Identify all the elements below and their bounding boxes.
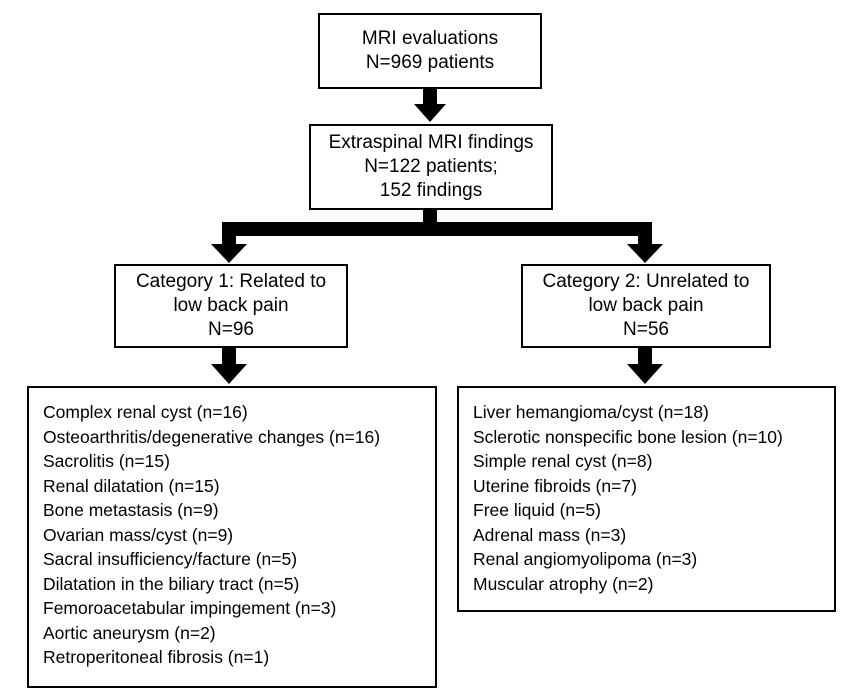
mri-evaluations-title: MRI evaluations [361, 28, 499, 49]
finding-item: Bone metastasis (n=9) [43, 500, 219, 520]
arrow-cat2-to-findings [627, 347, 663, 384]
finding-item: Ovarian mass/cyst (n=9) [43, 524, 234, 545]
extraspinal-findings: 152 findings [379, 180, 483, 201]
category-2-box: Category 2: Unrelated to low back pain N… [521, 264, 771, 348]
category-2-subtitle: low back pain [588, 295, 704, 316]
finding-item: Simple renal cyst (n=8) [473, 451, 653, 471]
finding-item: Muscular atrophy (n=2) [473, 573, 654, 594]
finding-item: Sacrolitis (n=15) [43, 451, 170, 471]
extraspinal-findings-box: Extraspinal MRI findings N=122 patients;… [309, 124, 553, 210]
finding-item: Sacral insufficiency/facture (n=5) [43, 549, 298, 569]
arrow-cat1-to-findings [211, 347, 247, 384]
finding-item: Sclerotic nonspecific bone lesion (n=10) [473, 426, 783, 447]
finding-item: Renal angiomyolipoma (n=3) [473, 549, 698, 569]
extraspinal-patients: N=122 patients; [364, 156, 498, 177]
finding-item: Femoroacetabular impingement (n=3) [43, 598, 337, 618]
finding-item: Osteoarthritis/degenerative changes (n=1… [43, 426, 381, 447]
category-1-title: Category 1: Related to [135, 271, 327, 292]
finding-item: Dilatation in the biliary tract (n=5) [43, 573, 300, 594]
extraspinal-title: Extraspinal MRI findings [328, 132, 534, 153]
category-2-findings-box: Liver hemangioma/cyst (n=18) Sclerotic n… [457, 386, 836, 612]
finding-item: Uterine fibroids (n=7) [473, 475, 637, 496]
mri-evaluations-count: N=969 patients [365, 52, 495, 73]
finding-item: Renal dilatation (n=15) [43, 475, 220, 496]
mri-evaluations-box: MRI evaluations N=969 patients [318, 13, 542, 89]
category-2-title: Category 2: Unrelated to [542, 271, 750, 292]
category-1-box: Category 1: Related to low back pain N=9… [114, 264, 348, 348]
arrow-split [211, 208, 663, 263]
finding-item: Retroperitoneal fibrosis (n=1) [43, 647, 270, 667]
finding-item: Free liquid (n=5) [473, 500, 601, 520]
finding-item: Liver hemangioma/cyst (n=18) [473, 402, 709, 422]
category-1-subtitle: low back pain [173, 295, 289, 316]
category-1-findings-box: Complex renal cyst (n=16) Osteoarthritis… [27, 386, 437, 688]
finding-item: Complex renal cyst (n=16) [43, 402, 248, 422]
category-2-count: N=56 [623, 319, 669, 340]
finding-item: Adrenal mass (n=3) [473, 524, 627, 545]
finding-item: Aortic aneurysm (n=2) [43, 622, 216, 643]
arrow-top-to-extraspinal [414, 88, 446, 122]
category-1-count: N=96 [208, 319, 254, 340]
